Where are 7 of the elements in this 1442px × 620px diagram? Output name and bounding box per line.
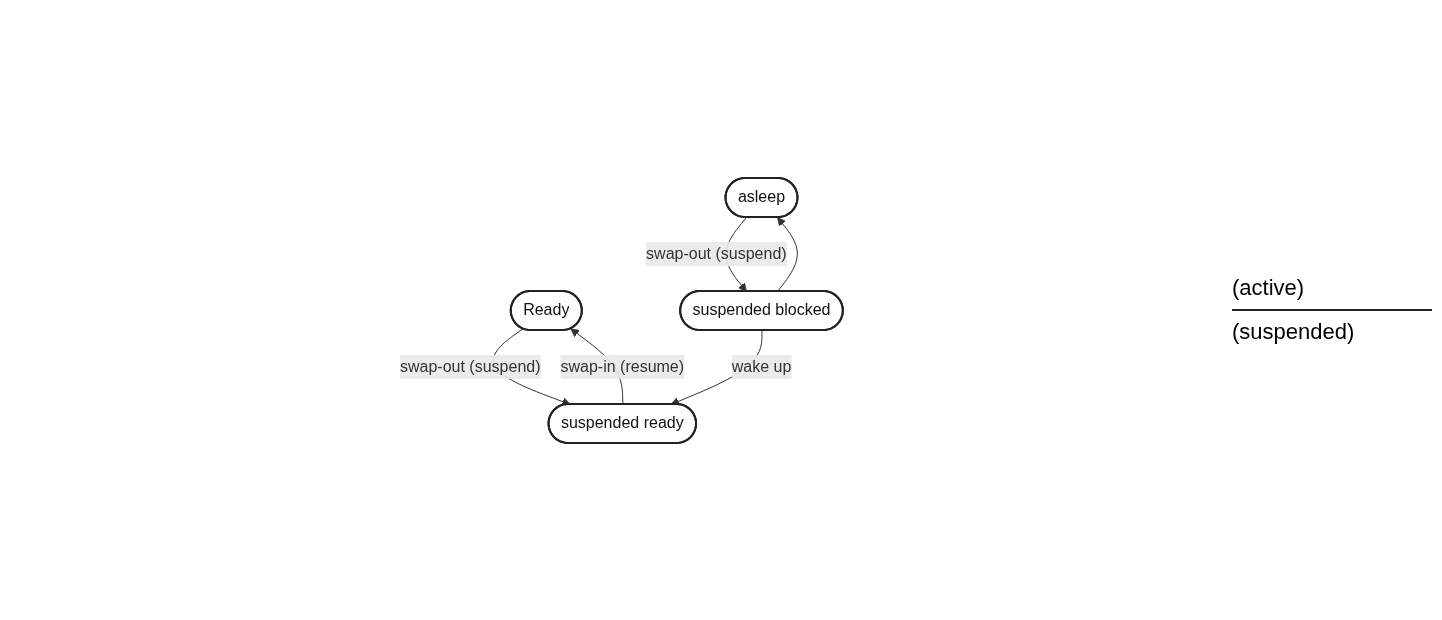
edge-label: swap-out (suspend) [399, 357, 541, 375]
edge-label: wake up [731, 357, 791, 375]
region-label: (active) [1232, 275, 1306, 301]
arrow [776, 216, 798, 292]
edge-label: swap-out (suspend) [645, 244, 787, 262]
region-label: (suspended) [1232, 319, 1356, 345]
edge-label: swap-in (resume) [560, 357, 684, 375]
